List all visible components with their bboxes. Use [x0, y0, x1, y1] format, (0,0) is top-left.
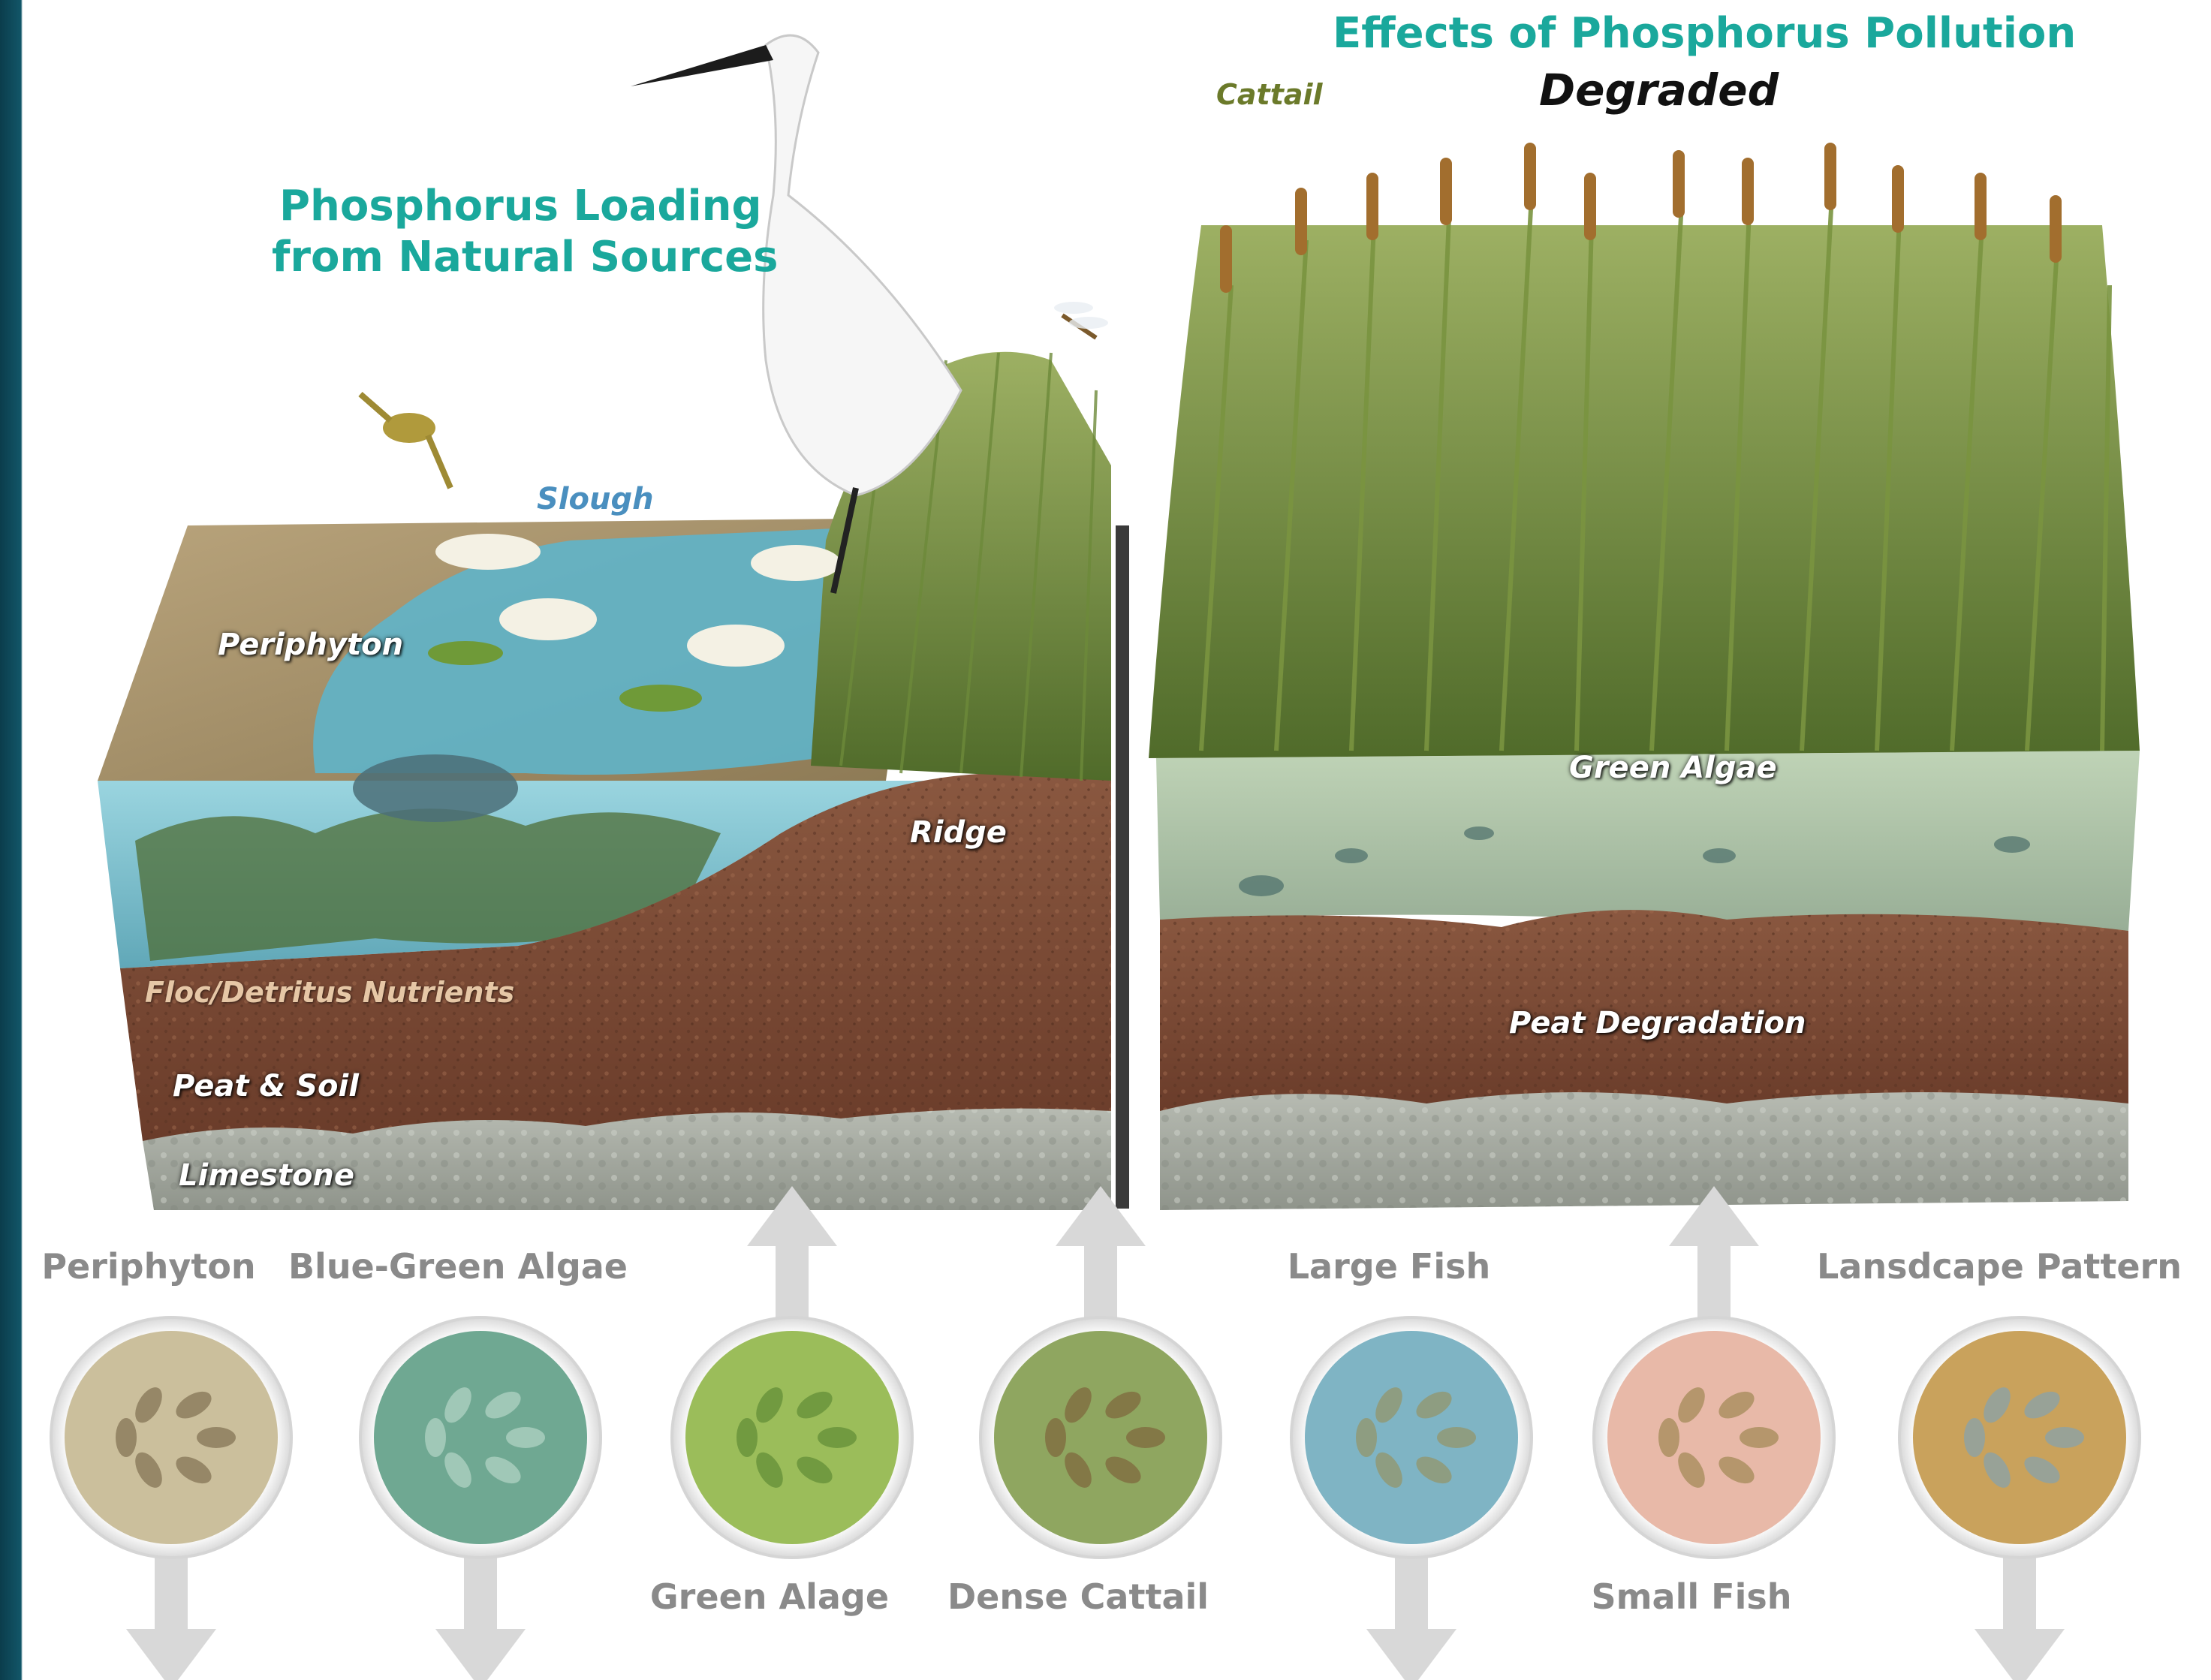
ridge-label: Ridge — [910, 815, 1007, 850]
natural-sources-title-line1: Phosphorus Loading — [279, 182, 762, 230]
frog — [360, 394, 450, 488]
indicator-label: Blue-Green Algae — [278, 1246, 638, 1287]
indicator-green-algae-cells — [672, 1186, 912, 1558]
degraded-ecosystem-block — [1149, 143, 2140, 1210]
block-divider — [1116, 525, 1129, 1209]
periphyton-block-label: Periphyton — [218, 628, 403, 662]
indicator-blue-green-algae-cell — [360, 1317, 601, 1680]
dragonfly — [1054, 302, 1108, 338]
indicator-bass-fish — [1291, 1317, 1532, 1680]
cattail-stems-icon — [994, 1331, 1207, 1544]
down-arrow-shaft — [2003, 1550, 2036, 1633]
bass-fish-icon — [1305, 1331, 1518, 1544]
cattail-label: Cattail — [1216, 78, 1323, 111]
blue-green-algae-cell-icon — [374, 1331, 587, 1544]
dense-cattail-stand — [1149, 225, 2140, 758]
indicator-periphyton-texture — [51, 1317, 291, 1680]
periphyton-texture-icon — [65, 1331, 278, 1544]
indicator-label: Lansdcape Pattern — [1817, 1246, 2177, 1287]
indicator-small-fish-group — [1594, 1186, 1834, 1558]
indicator-label: Green Alage — [589, 1576, 950, 1617]
floc-detritus-label: Floc/Detritus Nutrients — [145, 976, 514, 1009]
down-arrow-shaft — [464, 1550, 497, 1633]
marsh-landscape-icon — [1913, 1331, 2126, 1544]
down-arrow-icon — [126, 1629, 216, 1680]
green-algae-label: Green Algae — [1569, 751, 1777, 785]
degraded-title: Degraded — [1539, 65, 1779, 116]
down-arrow-icon — [435, 1629, 526, 1680]
indicator-label: Dense Cattail — [898, 1576, 1258, 1617]
peat-soil-label: Peat & Soil — [173, 1069, 359, 1103]
natural-sources-title-line2: from Natural Sources — [272, 233, 779, 282]
up-arrow-shaft — [776, 1242, 809, 1325]
down-arrow-icon — [1366, 1629, 1456, 1680]
green-algae-cells-icon — [685, 1331, 899, 1544]
slough-label: Slough — [537, 482, 654, 516]
indicator-label: Small Fish — [1511, 1576, 1872, 1617]
down-arrow-icon — [1975, 1629, 2065, 1680]
down-arrow-shaft — [1395, 1550, 1428, 1633]
peat-degradation-label: Peat Degradation — [1509, 1006, 1806, 1040]
indicator-label: Large Fish — [1209, 1246, 1569, 1287]
up-arrow-shaft — [1697, 1242, 1731, 1325]
bass-in-slough — [353, 754, 518, 822]
small-fish-group-icon — [1607, 1331, 1821, 1544]
down-arrow-shaft — [155, 1550, 188, 1633]
indicator-marsh-landscape — [1899, 1317, 2140, 1680]
up-arrow-shaft — [1084, 1242, 1117, 1325]
limestone-label: Limestone — [179, 1158, 354, 1193]
indicator-cattail-stems — [980, 1186, 1221, 1558]
pollution-title: Effects of Phosphorus Pollution — [1333, 9, 2076, 58]
